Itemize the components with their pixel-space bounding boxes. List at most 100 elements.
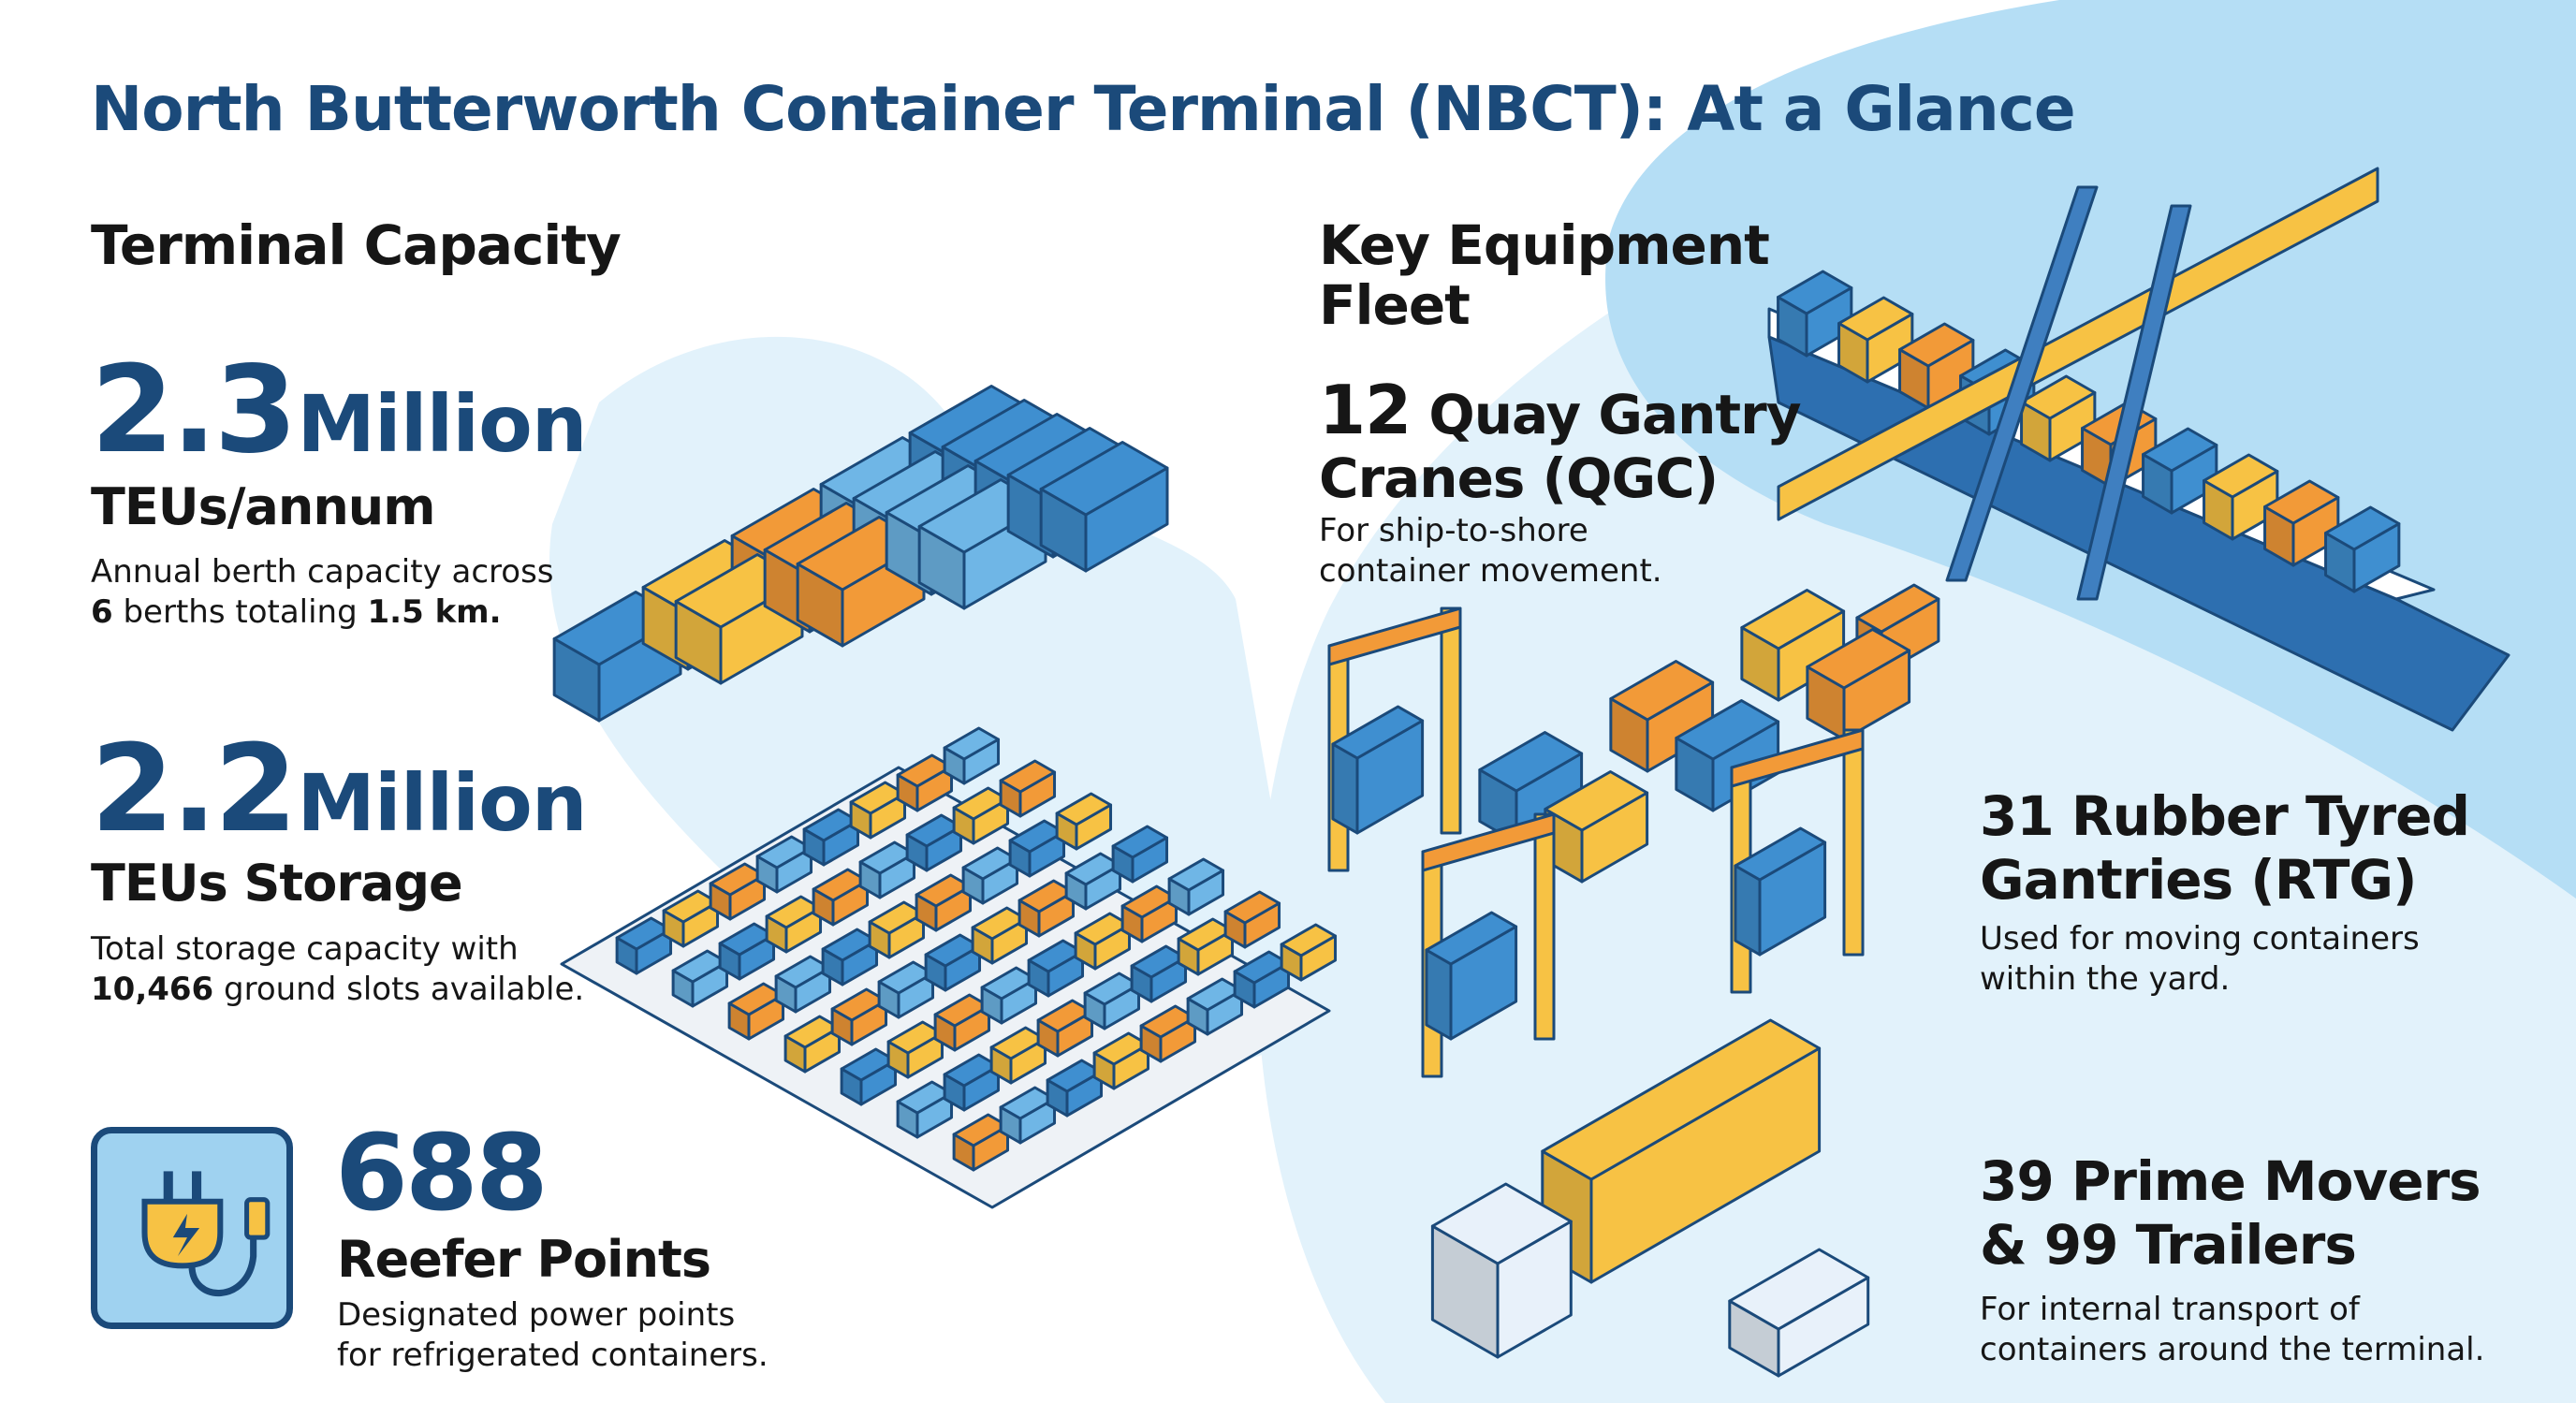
- quay-crane-leg: [1945, 185, 2099, 582]
- power-plug-icon: [141, 1171, 271, 1297]
- yard-container: [952, 786, 1010, 821]
- yard-container: [1083, 972, 1141, 1006]
- rtg-count: 31: [1980, 784, 2055, 848]
- ship-container: [1837, 296, 1914, 342]
- yard-container: [943, 1053, 1001, 1088]
- yard-container: [905, 813, 963, 848]
- rtg-yard-container: [1478, 731, 1584, 793]
- yard-container: [830, 987, 888, 1022]
- desc-text: berths totaling: [112, 593, 368, 631]
- desc-bold: 6: [91, 593, 113, 631]
- qgc-count: 12: [1319, 371, 1412, 449]
- yard-container: [971, 906, 1029, 941]
- yard-container: [662, 889, 720, 924]
- storage-value: 2.2: [91, 720, 298, 859]
- rtg-yard-container: [1740, 589, 1846, 650]
- yard-container: [727, 982, 785, 1016]
- storage-capacity-value: 2.2 Million: [91, 730, 588, 850]
- yard-container: [1186, 977, 1244, 1012]
- yard-container: [718, 922, 776, 957]
- yard-container: [980, 966, 1038, 1001]
- rtg-yard-container: [1544, 770, 1649, 832]
- berth-value: 2.3: [91, 341, 298, 480]
- movers-heading: 39 Prime Movers & 99 Trailers: [1980, 1149, 2504, 1277]
- rtg-heading: 31 Rubber Tyred Gantries (RTG): [1980, 784, 2504, 912]
- yard-container: [802, 808, 860, 842]
- movers-description: For internal transport of containers aro…: [1980, 1291, 2485, 1368]
- quay-crane-leg: [2076, 204, 2192, 601]
- rtg-yard-container: [1806, 628, 1911, 690]
- yard-container: [1223, 890, 1281, 925]
- yard-container: [1008, 819, 1066, 854]
- yard-container: [1064, 852, 1122, 886]
- yard-container: [915, 873, 973, 908]
- storage-description: Total storage capacity with 10,466 groun…: [91, 929, 652, 1010]
- berth-description: Annual berth capacity across 6 berths to…: [91, 552, 615, 633]
- yard-container: [952, 1113, 1010, 1147]
- yard-container: [671, 949, 729, 984]
- desc-text: Annual berth capacity across: [91, 553, 554, 591]
- rtg-leg: [1533, 812, 1556, 1041]
- rtg-leg: [1440, 607, 1462, 835]
- truck-container: [1541, 1018, 1822, 1181]
- desc-bold: 1.5 km.: [367, 593, 502, 631]
- yard-container: [1177, 917, 1235, 952]
- yard-container: [1120, 884, 1178, 919]
- rtg-container: [1425, 911, 1518, 966]
- berth-unit: Million: [297, 378, 587, 470]
- yard-container: [783, 1015, 842, 1049]
- reefer-value: 688: [335, 1121, 549, 1226]
- pickup-truck: [1728, 1248, 1870, 1331]
- rtg-beam: [1730, 728, 1865, 788]
- reefer-label: Reefer Points: [337, 1230, 711, 1289]
- movers-count: 39: [1980, 1149, 2055, 1213]
- rtg-leg: [1842, 728, 1865, 957]
- yard-container: [1139, 1004, 1197, 1039]
- yard-container: [1092, 1031, 1150, 1066]
- yard-container: [868, 900, 926, 935]
- movers-name: Prime Movers & 99 Trailers: [1980, 1149, 2481, 1277]
- yard-container: [1280, 923, 1338, 957]
- yard-container: [1074, 912, 1132, 946]
- yard-container: [877, 960, 935, 995]
- ship-container: [2142, 427, 2218, 473]
- yard-container: [1027, 939, 1085, 973]
- yard-container: [765, 895, 823, 929]
- yard-container: [840, 1047, 898, 1082]
- storage-unit: Million: [297, 757, 587, 849]
- desc-text: ground slots available.: [213, 971, 585, 1008]
- yard-container: [755, 835, 813, 870]
- ship-container: [2263, 479, 2340, 525]
- yard-container: [999, 759, 1057, 794]
- ship-container: [1777, 270, 1853, 315]
- ship-container: [2020, 374, 2097, 420]
- yard-container: [709, 862, 767, 897]
- reefer-icon-box: [91, 1127, 293, 1329]
- section-heading-equipment: Key Equipment Fleet: [1319, 213, 1770, 337]
- yard-container: [1130, 944, 1188, 979]
- yard-container: [896, 753, 954, 788]
- rtg-container: [1331, 705, 1425, 760]
- ship-container: [2324, 505, 2401, 551]
- rtg-beam: [1421, 812, 1556, 872]
- yard-container: [1036, 999, 1094, 1033]
- yard-container: [943, 726, 1001, 761]
- yard-container: [1046, 1059, 1104, 1093]
- section-heading-capacity: Terminal Capacity: [91, 213, 622, 277]
- yard-container: [821, 928, 879, 962]
- yard-container: [933, 993, 991, 1028]
- yard-container: [896, 1080, 954, 1115]
- yard-container: [1111, 825, 1169, 859]
- reefer-number: 688: [335, 1113, 549, 1235]
- rtg-name: Rubber Tyred Gantries (RTG): [1980, 784, 2470, 912]
- yard-container: [849, 781, 907, 815]
- yard-container: [858, 840, 916, 875]
- yard-container: [999, 1086, 1057, 1120]
- prime-mover-cab: [1430, 1182, 1573, 1265]
- qgc-name: Quay Gantry Cranes (QGC): [1319, 383, 1802, 510]
- qgc-description: For ship-to-shore container movement.: [1319, 512, 1662, 590]
- yard-container: [989, 1026, 1047, 1060]
- yard-container: [812, 868, 870, 902]
- rtg-yard-container: [1609, 660, 1715, 722]
- reefer-description: Designated power points for refrigerated…: [337, 1296, 768, 1374]
